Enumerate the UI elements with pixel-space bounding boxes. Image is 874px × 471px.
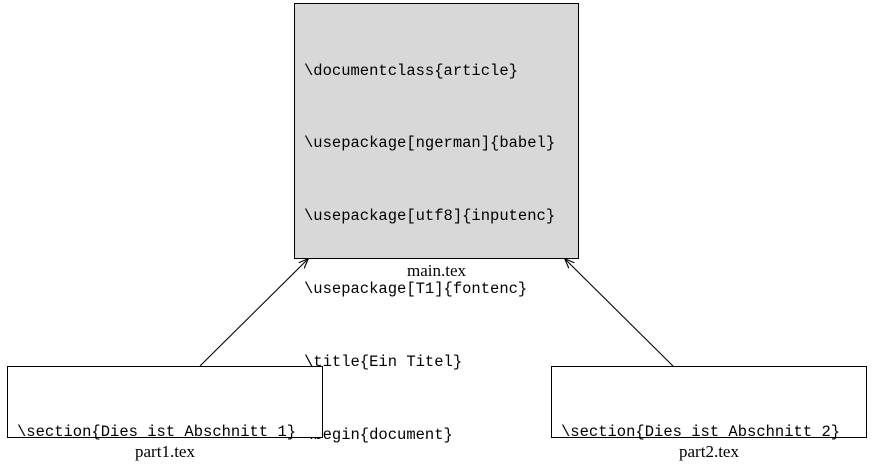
arrow-part1-to-main xyxy=(199,259,308,367)
code-line: \usepackage[T1]{fontenc} xyxy=(304,280,528,299)
code-line: \usepackage[utf8]{inputenc} xyxy=(304,207,556,226)
code-line: \documentclass{article} xyxy=(304,61,518,80)
main-tex-caption: main.tex xyxy=(406,261,466,280)
arrow-part2-to-main xyxy=(565,259,674,367)
main-tex-box[interactable]: \documentclass{article} \usepackage[nger… xyxy=(294,3,579,444)
code-line: \usepackage[ngerman]{babel} xyxy=(304,134,556,153)
code-line: \section{Dies ist Abschnitt 1} xyxy=(17,422,297,441)
code-line: \section{Dies ist Abschnitt 2} xyxy=(561,422,841,441)
part2-tex-box[interactable]: \section{Dies ist Abschnitt 2} Hier ein … xyxy=(551,366,867,441)
code-line: \title{Ein Titel} xyxy=(304,353,463,372)
part2-tex-caption: part2.tex xyxy=(679,442,739,461)
part1-tex-caption: part1.tex xyxy=(135,442,195,461)
part1-tex-box[interactable]: \section{Dies ist Abschnitt 1} Hier ein … xyxy=(7,366,323,441)
code-line: \begin{document} xyxy=(304,426,453,445)
